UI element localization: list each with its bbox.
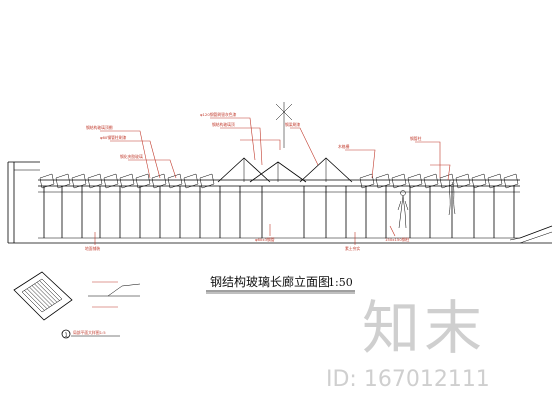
glass-panel — [391, 173, 407, 189]
detail-caption: 局部平面大样图1:5 — [73, 330, 106, 335]
note-5: 钢结构玻璃顶 — [212, 122, 235, 127]
glass-panel — [455, 173, 471, 189]
glass-panel — [471, 173, 487, 189]
gable-roofs — [217, 157, 353, 183]
glass-panel — [87, 173, 103, 189]
glass-panel — [151, 173, 167, 189]
hatch-line — [41, 278, 63, 300]
note-1: 钢结构玻璃顶棚 — [86, 125, 113, 130]
glass-panel-row — [39, 173, 519, 189]
note-7: 木格栅 — [338, 144, 350, 149]
axis-symbol — [275, 102, 293, 148]
roof-beams — [38, 179, 520, 193]
glass-panel — [103, 173, 119, 189]
glass-panel — [119, 173, 135, 189]
hatch-line — [31, 285, 53, 306]
drawing-scale: 1:50 — [328, 276, 353, 289]
tree-figure — [448, 179, 456, 216]
glass-panel — [71, 173, 87, 189]
drawing-title: 钢结构玻璃长廊立面图 — [210, 274, 330, 289]
glass-panel — [135, 173, 151, 189]
glass-panel — [183, 173, 199, 189]
detail-plan-sketch — [13, 271, 73, 321]
note-2: φ60钢管柱刷漆 — [100, 135, 127, 140]
note-3: 钢化夹胶玻璃 — [120, 154, 143, 159]
note-12: 150x150钢柱 — [385, 237, 410, 242]
note-6: 钢梁刷漆 — [285, 122, 300, 127]
note-4: φ120钢管刷银灰色漆 — [200, 112, 237, 117]
hatch-line — [29, 286, 50, 308]
left-end-wall — [7, 161, 40, 243]
glass-panel — [423, 173, 439, 189]
note-10: φ60x3钢管 — [255, 237, 275, 242]
note-8: 钢管柱 — [410, 136, 422, 141]
hatch-line — [39, 280, 60, 301]
hatch-line — [36, 282, 58, 303]
leader-lines — [94, 117, 451, 245]
note-11: 素土夯实 — [345, 246, 360, 251]
glass-panel — [407, 173, 423, 189]
glass-panel — [359, 173, 375, 189]
hatch-line — [21, 291, 43, 313]
detail-section-sketch — [88, 281, 141, 308]
right-end-slope — [509, 225, 553, 244]
hatch-line — [24, 290, 45, 311]
svg-text:1: 1 — [65, 333, 68, 339]
hatch-line — [34, 283, 55, 305]
glass-panel — [199, 173, 215, 189]
watermark-id: ID: 167012111 — [326, 367, 490, 392]
glass-panel — [39, 173, 55, 189]
glass-panel — [375, 173, 391, 189]
detail-marker: 1 — [61, 329, 120, 339]
human-figure — [397, 190, 409, 229]
glass-panel — [487, 173, 503, 189]
glass-panel — [167, 173, 183, 189]
column-row — [43, 186, 515, 238]
hatch-line — [26, 288, 48, 309]
glass-panel — [439, 173, 455, 189]
note-9: 地面铺装 — [85, 246, 100, 251]
watermark-brand: 知末 — [362, 294, 486, 362]
glass-panel — [55, 173, 71, 189]
glass-panel — [503, 173, 519, 189]
